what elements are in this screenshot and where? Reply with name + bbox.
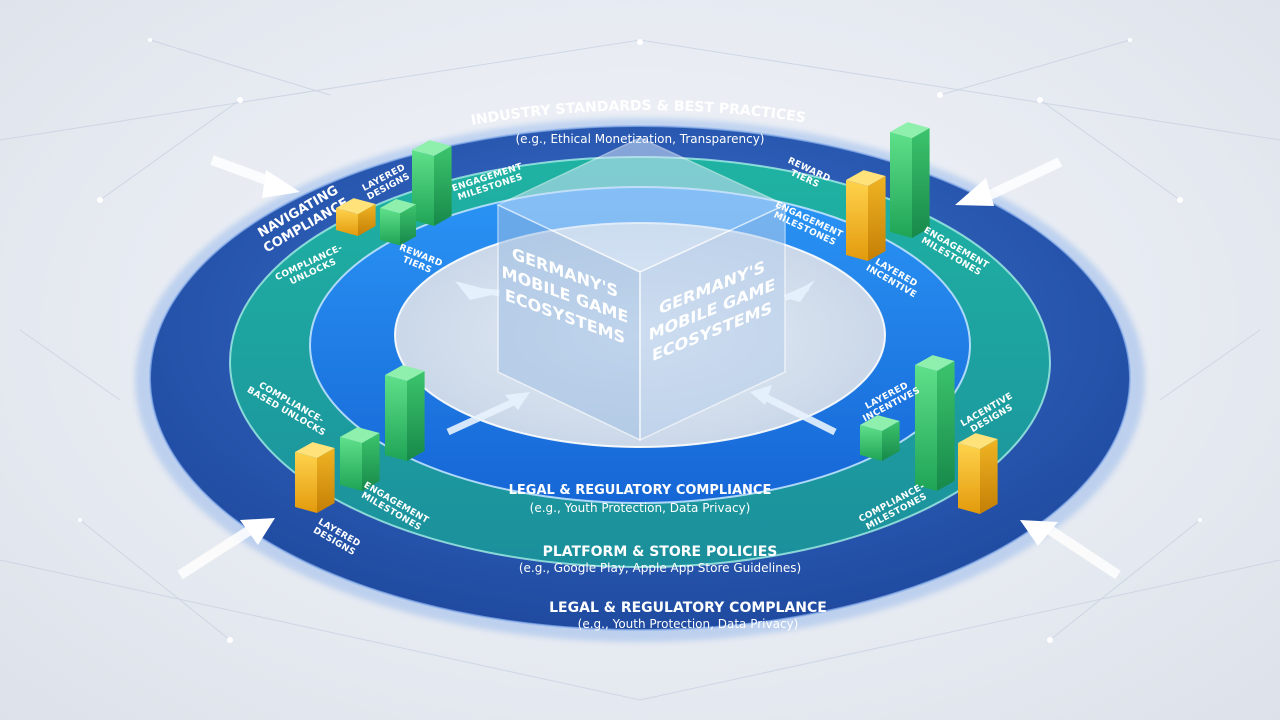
bar-tr-green-tall	[890, 122, 930, 238]
bar-tl-green-short-top	[380, 199, 416, 214]
bar-br-yellow-front	[958, 443, 980, 514]
outer-bottom-title: LEGAL & REGULATORY COMPLANCE	[549, 600, 827, 616]
bar-br-green-tall-top	[915, 355, 955, 371]
bar-tl-yellow	[336, 198, 376, 236]
inner-bottom-title: LEGAL & REGULATORY COMPLIANCE	[509, 483, 772, 498]
bars-layer	[295, 122, 998, 514]
bar-br-green-tall-side	[937, 361, 955, 491]
bar-tl-green-tall-front	[412, 150, 434, 226]
bar-tl-green-short	[380, 199, 416, 246]
bar-tr-yellow	[846, 170, 886, 261]
bar-bl-yellow-top	[295, 442, 335, 458]
bar-bl-green-short	[340, 427, 380, 491]
background-nodes	[78, 38, 1202, 643]
bar-bl-green-short-side	[362, 433, 380, 491]
bar-bl-green-tall-top	[385, 365, 425, 381]
bar-tl-yellow-top	[336, 198, 376, 214]
bar-tr-green-tall-top	[890, 122, 930, 138]
middle-bottom-subtitle: (e.g., Google Play, Apple App Store Guid…	[519, 561, 801, 575]
arrow-icon	[210, 155, 300, 198]
bar-tl-green-tall-side	[434, 146, 452, 226]
bar-br-yellow-top	[958, 433, 998, 449]
bar-br-yellow-side	[980, 439, 998, 514]
outer-bottom-subtitle: (e.g., Youth Protection, Data Privacy)	[578, 617, 799, 631]
bar-tl-yellow-side	[358, 204, 376, 236]
bar-tr-yellow-front	[846, 180, 868, 261]
middle-bottom-title: PLATFORM & STORE POLICIES	[543, 544, 778, 560]
bar-tl-green-short-front	[380, 208, 400, 246]
inner-bottom-subtitle: (e.g., Youth Protection, Data Privacy)	[530, 501, 751, 515]
bar-br-green-tall-front	[915, 365, 937, 491]
arrow-icon	[177, 518, 275, 580]
bar-tl-green-tall	[412, 140, 452, 226]
bar-tr-green-tall-front	[890, 132, 912, 238]
bar-bl-green-tall-side	[407, 371, 425, 461]
arrow-icon	[1020, 520, 1121, 580]
cube-right-face	[639, 203, 786, 442]
bar-bl-yellow-front	[295, 452, 317, 513]
bar-bl-green-short-front	[340, 437, 362, 491]
center-cube: GERMANY'S MOBILE GAME ECOSYSTEMS GERMANY…	[496, 137, 787, 442]
bar-br-green-short	[860, 415, 900, 461]
background-network	[0, 39, 1280, 701]
bar-br-green-short-front	[860, 425, 882, 461]
bar-tr-yellow-top	[846, 170, 886, 186]
bar-bl-yellow	[295, 442, 335, 513]
bar-tr-yellow-side	[868, 176, 886, 261]
outer-arrows	[177, 155, 1121, 580]
bar-tl-green-short-side	[400, 204, 416, 246]
bar-bl-green-short-top	[340, 427, 380, 443]
bar-br-green-short-side	[882, 421, 900, 461]
bar-br-green-short-top	[860, 415, 900, 431]
bar-bl-green-tall	[385, 365, 425, 461]
bar-tr-green-tall-side	[912, 128, 930, 238]
outer-ring-edge	[149, 125, 1131, 631]
bar-bl-green-tall-front	[385, 375, 407, 461]
bar-br-yellow	[958, 433, 998, 514]
arrow-icon	[955, 157, 1063, 206]
bar-tl-green-tall-top	[412, 140, 452, 156]
bar-bl-yellow-side	[317, 448, 335, 513]
bar-br-green-tall	[915, 355, 955, 491]
inner-arrows	[446, 280, 837, 436]
bar-tl-yellow-front	[336, 208, 358, 236]
